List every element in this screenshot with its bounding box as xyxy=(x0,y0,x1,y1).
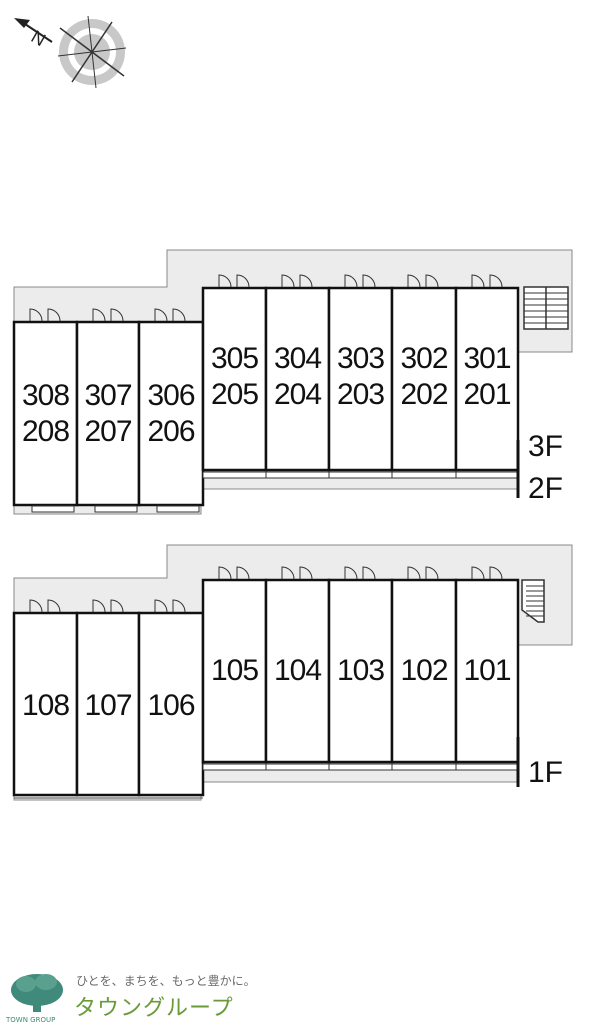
unit-number: 203 xyxy=(337,378,384,411)
door-icon xyxy=(172,599,186,613)
unit-room xyxy=(201,286,268,472)
unit-number: 206 xyxy=(147,415,194,448)
unit-number: 307 xyxy=(84,379,131,412)
floor-label-1f: 1F xyxy=(528,756,563,789)
balcony xyxy=(202,763,267,771)
door-icon xyxy=(407,274,421,288)
balcony xyxy=(265,763,330,771)
unit-room xyxy=(75,611,141,797)
door-icon xyxy=(92,599,106,613)
stairs-icon-upper xyxy=(523,286,569,330)
door-icon xyxy=(407,566,421,580)
door-icon xyxy=(344,274,358,288)
door-icon xyxy=(425,274,439,288)
unit-room xyxy=(327,578,394,764)
unit-number: 205 xyxy=(211,378,258,411)
unit-room xyxy=(201,578,268,764)
unit-number: 102 xyxy=(400,654,447,687)
balcony xyxy=(391,471,457,479)
balcony xyxy=(391,763,457,771)
logo-tagline: ひとを、まちを、もっと豊かに。 xyxy=(76,974,256,988)
door-icon xyxy=(29,308,43,322)
door-icon xyxy=(154,599,168,613)
unit-number: 204 xyxy=(274,378,321,411)
balcony xyxy=(455,471,519,479)
town-group-logo xyxy=(6,968,306,1026)
balcony xyxy=(455,763,519,771)
logo-sub: TOWN GROUP xyxy=(6,1016,56,1024)
unit-number: 305 xyxy=(211,342,258,375)
balcony xyxy=(31,505,75,513)
floor-label-3f: 3F xyxy=(528,430,563,463)
balcony xyxy=(202,471,267,479)
unit-number: 202 xyxy=(400,378,447,411)
door-icon xyxy=(218,566,232,580)
balcony xyxy=(328,471,393,479)
door-icon xyxy=(489,566,503,580)
unit-number: 306 xyxy=(147,379,194,412)
door-icon xyxy=(154,308,168,322)
door-icon xyxy=(471,566,485,580)
unit-room xyxy=(454,286,520,472)
unit-number: 207 xyxy=(84,415,131,448)
unit-number: 105 xyxy=(211,654,258,687)
unit-room xyxy=(12,320,79,507)
unit-number: 208 xyxy=(22,415,69,448)
door-icon xyxy=(344,566,358,580)
door-icon xyxy=(110,599,124,613)
door-icon xyxy=(489,274,503,288)
unit-room xyxy=(137,611,205,797)
unit-room xyxy=(390,578,458,764)
door-icon xyxy=(110,308,124,322)
balcony xyxy=(265,471,330,479)
door-icon xyxy=(281,274,295,288)
unit-number: 303 xyxy=(337,342,384,375)
unit-number: 201 xyxy=(463,378,510,411)
unit-number: 308 xyxy=(22,379,69,412)
door-icon xyxy=(47,599,61,613)
door-icon xyxy=(362,274,376,288)
unit-room xyxy=(137,320,205,507)
door-icon xyxy=(92,308,106,322)
upper-plan: 3082083072073062063052053042043032033022… xyxy=(12,249,573,515)
stairs-icon-lower xyxy=(521,579,545,623)
door-icon xyxy=(299,566,313,580)
door-icon xyxy=(29,599,43,613)
compass-icon xyxy=(14,15,127,89)
unit-room xyxy=(454,578,520,764)
door-icon xyxy=(47,308,61,322)
balcony xyxy=(156,505,200,513)
lower-plan: 108 107 106 105 104 103 102 101 1F xyxy=(12,544,573,801)
door-icon xyxy=(362,566,376,580)
logo-name: タウングループ xyxy=(74,996,234,1021)
unit-number: 104 xyxy=(274,654,321,687)
door-icon xyxy=(471,274,485,288)
tree-logo-icon xyxy=(11,974,63,1012)
balcony xyxy=(328,763,393,771)
unit-number: 106 xyxy=(147,689,194,722)
unit-number: 304 xyxy=(274,342,321,375)
door-icon xyxy=(236,566,250,580)
unit-room xyxy=(264,578,331,764)
door-icon xyxy=(281,566,295,580)
balcony xyxy=(94,505,138,513)
unit-number: 301 xyxy=(463,342,510,375)
unit-number: 101 xyxy=(463,654,510,687)
door-icon xyxy=(218,274,232,288)
floor-label-2f: 2F xyxy=(528,472,563,505)
door-icon xyxy=(299,274,313,288)
unit-room xyxy=(327,286,394,472)
unit-number: 103 xyxy=(337,654,384,687)
door-icon xyxy=(236,274,250,288)
unit-number: 108 xyxy=(22,689,69,722)
unit-room xyxy=(12,611,79,797)
north-letter: N xyxy=(28,26,49,50)
unit-number: 107 xyxy=(84,689,131,722)
unit-room xyxy=(75,320,141,507)
door-icon xyxy=(172,308,186,322)
unit-number: 302 xyxy=(400,342,447,375)
door-icon xyxy=(425,566,439,580)
